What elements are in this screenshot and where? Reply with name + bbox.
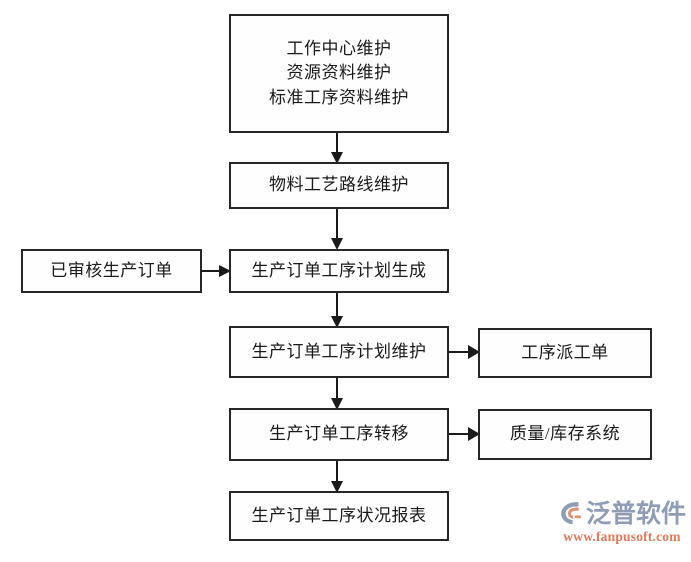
node-label-line-2: 资源资料维护: [286, 63, 392, 83]
fanpu-swoosh-icon: [561, 502, 581, 525]
node-label: 物料工艺路线维护: [269, 175, 409, 195]
connector-transfer-to-report: [331, 459, 343, 493]
node-label: 已审核生产订单: [50, 260, 173, 280]
watermark-logo: 泛普软件 www.fanpusoft.com: [558, 500, 686, 556]
connector-routing-to-generate: [331, 207, 343, 250]
node-label: 生产订单工序状况报表: [251, 505, 427, 525]
watermark-brand-row: 泛普软件: [558, 500, 686, 526]
node-operation-plan-maintenance[interactable]: 生产订单工序计划维护: [229, 326, 449, 378]
node-label: 生产订单工序转移: [269, 424, 409, 444]
node-approved-production-order[interactable]: 已审核生产订单: [21, 249, 202, 293]
node-label-line-3: 标准工序资料维护: [269, 87, 409, 107]
node-label: 工序派工单: [521, 342, 609, 362]
connector-maintain-to-dispatch: [446, 345, 480, 359]
node-quality-inventory-system[interactable]: 质量/库存系统: [478, 409, 652, 460]
node-operation-transfer[interactable]: 生产订单工序转移: [229, 408, 449, 461]
node-label-line-1: 工作中心维护: [286, 39, 392, 59]
connector-masterdata-to-routing: [331, 131, 343, 164]
node-operation-status-report[interactable]: 生产订单工序状况报表: [229, 491, 449, 541]
node-label: 生产订单工序计划维护: [251, 341, 427, 361]
connector-approved-to-generate: [200, 265, 231, 277]
node-label: 质量/库存系统: [509, 424, 621, 444]
connector-generate-to-maintain: [331, 291, 343, 328]
node-operation-plan-generation[interactable]: 生产订单工序计划生成: [229, 249, 449, 293]
connector-maintain-to-transfer: [331, 376, 343, 410]
node-operation-dispatch-order[interactable]: 工序派工单: [478, 328, 652, 378]
watermark-brand-name: 泛普软件: [586, 498, 687, 528]
node-master-data-maintenance[interactable]: 工作中心维护 资源资料维护 标准工序资料维护: [229, 14, 449, 133]
connector-transfer-to-qcinv: [446, 427, 480, 441]
node-material-routing-maintenance[interactable]: 物料工艺路线维护: [229, 162, 449, 209]
node-label: 生产订单工序计划生成: [251, 260, 427, 280]
watermark-url: www.fanpusoft.com: [563, 529, 681, 544]
